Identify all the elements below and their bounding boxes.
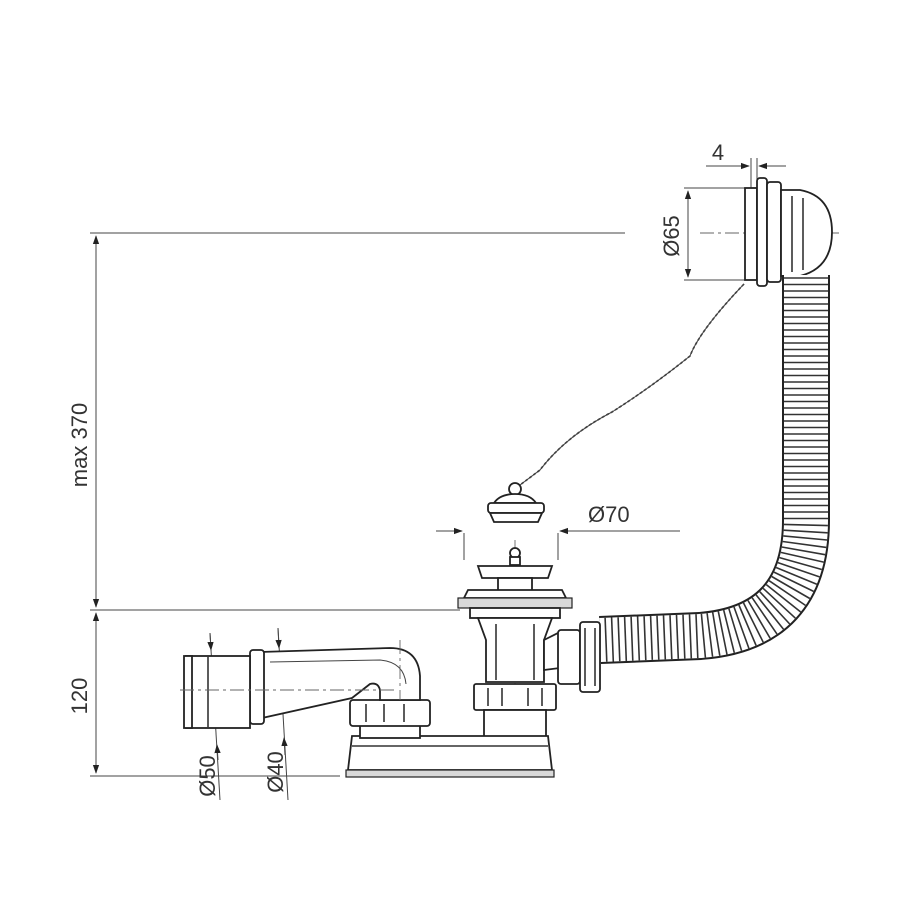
hose-rib xyxy=(783,523,828,527)
overflow-head xyxy=(700,177,840,287)
outlet-nut xyxy=(349,699,431,727)
hose-rib xyxy=(755,594,785,630)
hose-connector xyxy=(557,621,601,693)
hose-rib xyxy=(643,616,647,661)
hose-rib xyxy=(700,613,707,658)
waste-flange xyxy=(457,597,573,609)
outlet-elbow xyxy=(259,647,421,720)
hose-rib xyxy=(682,614,686,659)
hose-rib xyxy=(711,612,721,656)
hose-ribs xyxy=(604,277,828,662)
hose-rib xyxy=(636,616,641,661)
hose-rib xyxy=(728,608,743,652)
hose-rib xyxy=(610,617,615,662)
hose-rib xyxy=(771,575,811,600)
hose-rib xyxy=(662,615,667,660)
outlet-sleeve xyxy=(185,655,251,729)
hose-rib xyxy=(747,600,771,639)
hose-rib xyxy=(779,556,823,571)
hose-rib xyxy=(780,551,824,563)
hose-rib xyxy=(688,614,693,659)
label-diameter-50: Ø50 xyxy=(195,755,220,797)
hose-rib xyxy=(762,587,796,619)
hose-rib xyxy=(773,571,814,593)
label-diameter-70: Ø70 xyxy=(588,502,630,527)
waste-nut xyxy=(473,683,557,711)
dimension-plug-70: Ø70 xyxy=(436,502,680,560)
siphon-body xyxy=(346,735,554,771)
siphon-base xyxy=(345,699,555,778)
hose-rib xyxy=(768,580,806,607)
hose-rib xyxy=(733,606,750,649)
label-diameter-65: Ø65 xyxy=(659,215,684,257)
dimension-overflow-65: Ø65 xyxy=(659,187,752,281)
hose-rib xyxy=(649,615,654,660)
siphon-base-plate xyxy=(345,769,555,778)
hose-rib xyxy=(777,561,820,578)
corrugated-hose xyxy=(599,275,830,664)
hose-rib xyxy=(782,540,827,549)
hose-rib xyxy=(669,615,673,660)
hose-rib xyxy=(656,615,660,660)
hose-rib xyxy=(630,616,634,661)
hose-rib xyxy=(738,604,757,646)
hose-rib xyxy=(722,609,736,653)
hose-connector-nut xyxy=(579,621,601,693)
hose-rib xyxy=(783,529,828,534)
label-diameter-40: Ø40 xyxy=(263,751,288,793)
label-120: 120 xyxy=(67,678,92,715)
plug-stopper xyxy=(487,482,545,523)
dimension-max-370: max 370 xyxy=(67,232,625,611)
hose-rib xyxy=(623,616,628,662)
hose-rib xyxy=(751,597,778,635)
hose-rib xyxy=(675,614,680,659)
hose-rib xyxy=(742,602,764,643)
plug-chain xyxy=(515,283,745,489)
hose-rib xyxy=(695,614,699,659)
dimension-thickness-4: 4 xyxy=(706,140,786,188)
hose-rib xyxy=(617,617,621,662)
label-thickness-4: 4 xyxy=(712,140,724,165)
hose-rib xyxy=(775,566,818,585)
outlet-pipe xyxy=(180,640,421,729)
overflow-flange xyxy=(744,187,758,281)
hose-rib xyxy=(706,613,714,657)
hose-rib xyxy=(759,591,791,625)
hose-rib xyxy=(781,546,826,556)
label-max-370: max 370 xyxy=(67,403,92,487)
hose-rib xyxy=(765,583,802,613)
hose-rib xyxy=(783,535,828,541)
waste-body xyxy=(476,617,554,683)
overflow-cap xyxy=(780,189,833,277)
dimension-outlet: Ø50 Ø40 xyxy=(195,627,340,801)
waste-strainer xyxy=(457,540,573,740)
hose-rib xyxy=(717,611,728,655)
hose-rib xyxy=(604,617,608,662)
